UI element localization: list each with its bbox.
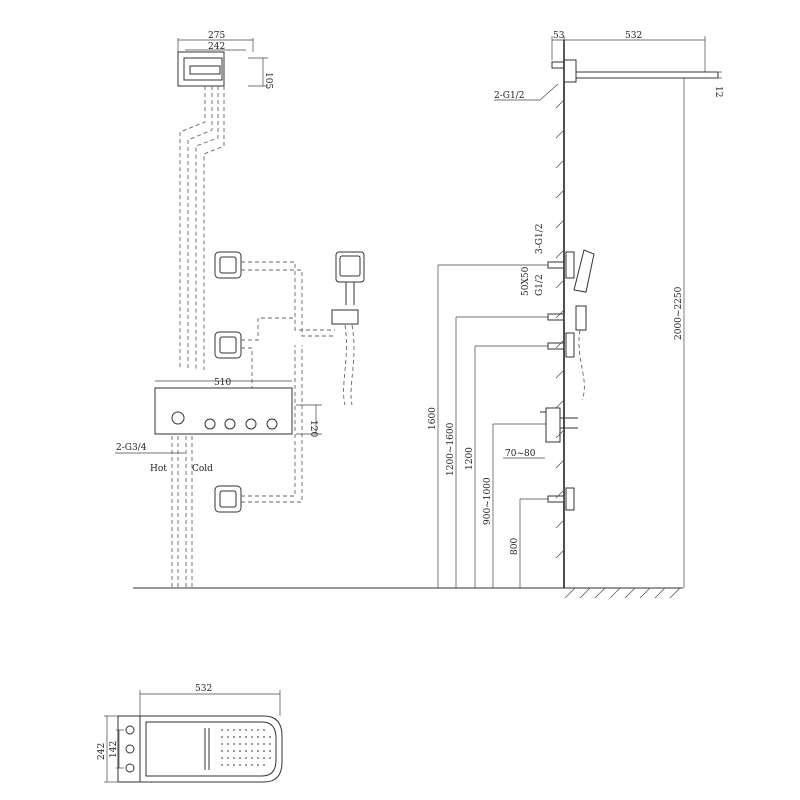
outlet-group bbox=[547, 251, 575, 358]
thermostatic-panel bbox=[154, 387, 293, 435]
dim-1600: 1600 bbox=[428, 407, 438, 430]
dim-panel-width: 510 bbox=[214, 378, 231, 388]
inlet-label: 2-G3/4 bbox=[116, 443, 147, 453]
dim-1200-1600: 1200~1600 bbox=[446, 422, 456, 476]
dim-900-1000: 900~1000 bbox=[483, 477, 493, 525]
plan-outline bbox=[139, 715, 283, 783]
front-view: 275 242 105 bbox=[115, 31, 365, 588]
dim-top-outer: 275 bbox=[208, 31, 225, 41]
side-view: 53 532 12 2-G1/2 3-G1/2 50X50 G1/2 bbox=[428, 31, 723, 599]
dim-800: 800 bbox=[510, 538, 520, 555]
side-valve bbox=[540, 407, 578, 443]
hot-label: Hot bbox=[150, 464, 167, 474]
body-spray-3 bbox=[214, 485, 242, 513]
dim-1200: 1200 bbox=[465, 447, 475, 470]
dim-arm-offset: 53 bbox=[553, 31, 565, 41]
dim-plan-width-outer: 242 bbox=[97, 743, 107, 760]
head-outlet-label: 2-G1/2 bbox=[494, 91, 524, 101]
dim-top-inner: 242 bbox=[208, 42, 225, 52]
dim-top-height: 105 bbox=[263, 72, 273, 89]
dim-wall-gap: 70~80 bbox=[505, 449, 536, 459]
dim-head-thickness: 12 bbox=[713, 86, 723, 97]
arm-mount bbox=[563, 59, 577, 83]
outlet-group-label: 3-G1/2 bbox=[535, 224, 545, 254]
dim-plan-width-inner: 142 bbox=[109, 741, 119, 758]
dim-arm-length: 532 bbox=[625, 31, 642, 41]
outlet-spacing-label: 50X50 bbox=[521, 266, 531, 296]
body-spray-2 bbox=[214, 331, 242, 359]
dim-2000-2250: 2000~2250 bbox=[674, 286, 684, 340]
dim-panel-height: 120 bbox=[308, 420, 318, 437]
plan-nozzles bbox=[221, 729, 271, 766]
single-outlet-label: G1/2 bbox=[535, 274, 545, 296]
cold-label: Cold bbox=[192, 464, 213, 474]
lower-outlet bbox=[547, 495, 565, 503]
top-shower-box bbox=[177, 51, 225, 87]
dim-plan-length: 532 bbox=[195, 684, 212, 694]
plan-view: 532 242 142 bbox=[97, 684, 283, 783]
hand-shower bbox=[331, 251, 365, 406]
body-spray-1 bbox=[214, 251, 242, 279]
side-hand-shower bbox=[573, 249, 595, 401]
